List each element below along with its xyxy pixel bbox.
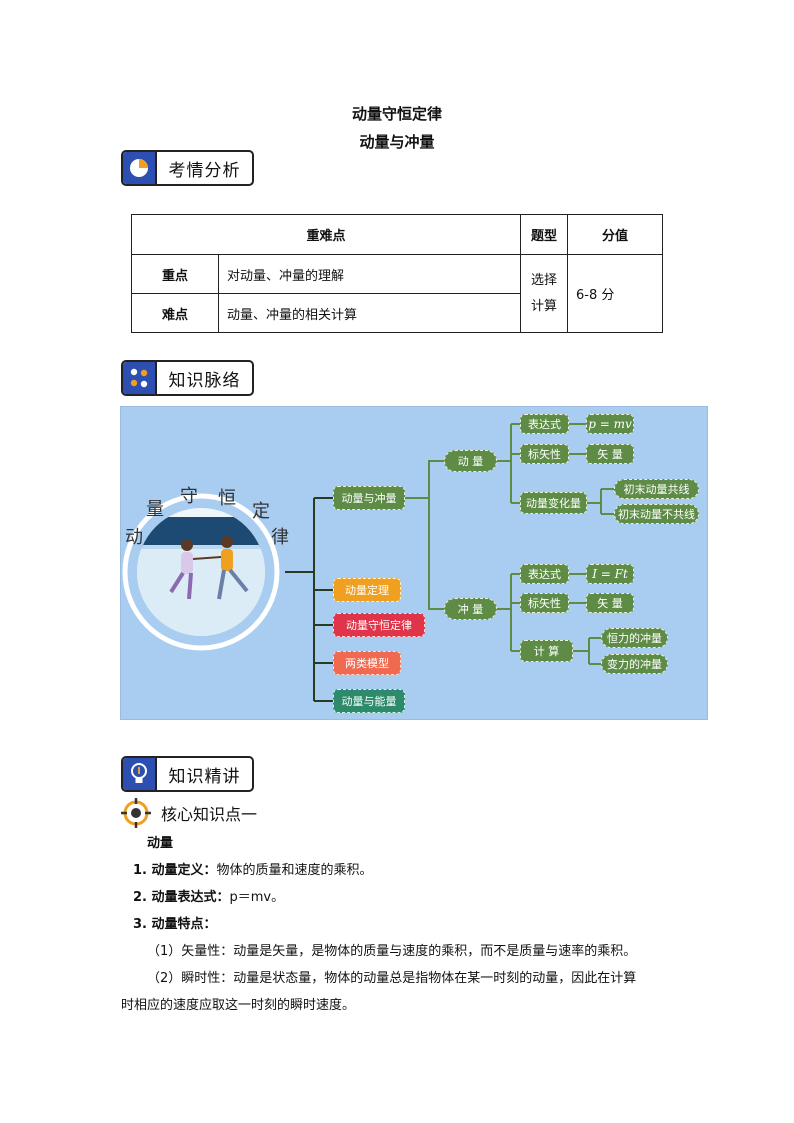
node-momentum-theorem: 动量定理 [333,578,401,602]
node-momentum-change: 动量变化量 [520,492,587,514]
node-momentum-impulse: 动量与冲量 [333,486,405,510]
node-change-collinear: 初末动量共线 [614,479,699,499]
node-momentum-vector-value: 矢 量 [586,444,634,464]
section-header-analysis: 考情分析 [121,150,254,186]
page-title: 动量守恒定律 [351,105,442,123]
node-impulse-vector: 标矢性 [520,593,569,613]
node-impulse: 冲 量 [444,598,497,620]
content-line: 2. 动量表达式：p＝mv。 [133,884,693,911]
node-variable-force-impulse: 变力的冲量 [601,654,668,674]
formula-i-ft: I = Ft [586,564,634,584]
definition-text: 物体的质量和速度的乘积。 [216,863,373,878]
arc-title-char: 定 [252,501,270,522]
core-point-label: 核心知识点一 [161,805,258,824]
arc-title-char: 恒 [218,488,236,509]
core-point-heading: 核心知识点一 [121,798,257,828]
page-subtitle: 动量与冲量 [359,133,435,151]
node-conservation-law: 动量守恒定律 [333,613,425,637]
section-header-detail: 知识精讲 [121,756,254,792]
content-heading: 动量 [147,836,174,851]
node-constant-force-impulse: 恒力的冲量 [601,628,668,648]
table-header-row: 重难点 题型 分值 [131,214,663,255]
section-label: 知识精讲 [168,766,241,787]
difficulty-table: 重难点 题型 分值 重点 对动量、冲量的理解 选择 计算 6-8 分 难点 动量… [131,214,663,333]
node-impulse-expression: 表达式 [520,564,569,584]
type-line: 选择 [530,272,557,288]
knowledge-mindmap: 动 量 守 恒 定 律 动量与冲量 动量定理 动量守恒定律 两类模型 动量与能量… [120,406,708,720]
section-label: 考情分析 [168,160,241,181]
node-impulse-vector-value: 矢 量 [586,593,634,613]
node-momentum: 动 量 [444,450,497,472]
question-type-cell: 选择 计算 [520,254,568,333]
node-two-models: 两类模型 [333,651,401,675]
arc-title-char: 量 [146,499,164,520]
expression-label: 2. 动量表达式： [133,890,230,905]
arc-title-char: 守 [180,486,198,507]
mindmap-connectors [122,423,614,702]
arc-title-char: 动 [125,527,143,548]
node-impulse-calc: 计 算 [520,640,573,662]
formula-p-mv: p = mv [586,414,634,434]
node-momentum-vector: 标矢性 [520,444,569,464]
lightbulb-icon [123,758,157,790]
table-row: 难点 动量、冲量的相关计算 [131,293,663,333]
row-label: 难点 [131,293,219,333]
network-icon [123,362,157,394]
table-header-cell: 题型 [520,214,568,255]
type-line: 计算 [530,298,557,314]
definition-label: 1. 动量定义： [133,863,217,878]
section-label: 知识脉络 [168,370,241,391]
table-header-cell: 重难点 [131,214,521,255]
table-row: 重点 对动量、冲量的理解 选择 计算 6-8 分 [131,254,663,333]
row-content: 对动量、冲量的理解 [218,254,521,294]
row-content: 动量、冲量的相关计算 [218,293,521,333]
row-label: 重点 [131,254,219,294]
arc-title-char: 律 [271,527,289,548]
content-line: 3. 动量特点： [133,911,693,938]
target-icon [121,798,151,828]
pie-chart-icon [123,152,157,184]
expression-text: p＝mv。 [229,890,285,905]
content-line: （1）矢量性：动量是矢量，是物体的质量与速度的乘积，而不是质量与速率的乘积。 [147,944,637,959]
content-line: 1. 动量定义：物体的质量和速度的乘积。 [133,857,693,884]
table-header-cell: 分值 [567,214,663,255]
features-label: 3. 动量特点： [133,917,217,932]
node-momentum-energy: 动量与能量 [333,689,405,713]
node-change-not-collinear: 初末动量不共线 [614,504,699,524]
content-line: （2）瞬时性：动量是状态量，物体的动量总是指物体在某一时刻的动量，因此在计算 [147,971,637,986]
content-line: 时相应的速度应取这一时刻的瞬时速度。 [121,998,356,1013]
score-cell: 6-8 分 [567,254,663,333]
section-header-map: 知识脉络 [121,360,254,396]
node-momentum-expression: 表达式 [520,414,569,434]
